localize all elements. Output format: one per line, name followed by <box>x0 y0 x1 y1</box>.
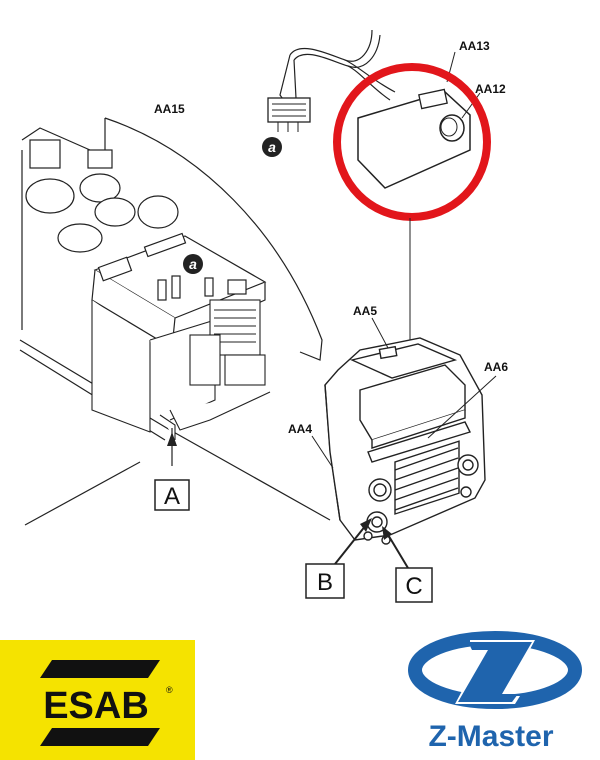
esab-logo: ESAB ® <box>0 640 195 760</box>
ribbon-cable <box>279 29 396 105</box>
control-panel-board <box>357 88 471 189</box>
label-aa5: AA5 <box>353 304 377 318</box>
svg-text:Z-Master: Z-Master <box>428 720 553 753</box>
marker-a-board: a <box>183 254 203 274</box>
label-aa6: AA6 <box>484 360 508 374</box>
callout-c: C <box>382 526 433 603</box>
label-aa15: AA15 <box>154 102 185 116</box>
callout-b: B <box>305 518 372 599</box>
svg-text:A: A <box>164 483 180 510</box>
svg-text:C: C <box>405 573 422 600</box>
label-aa4: AA4 <box>288 422 312 436</box>
ribbon-connector <box>267 97 311 132</box>
capacitor-cluster <box>25 139 179 253</box>
svg-text:a: a <box>189 256 197 272</box>
label-aa12: AA12 <box>475 82 506 96</box>
front-cover <box>324 337 486 545</box>
marker-a-top: a <box>262 137 282 157</box>
leader-aa6 <box>427 375 497 439</box>
leader-aa4 <box>311 435 334 469</box>
svg-text:ESAB: ESAB <box>43 685 149 727</box>
highlight-ring <box>333 63 491 221</box>
zmaster-logo: Z-Master <box>408 631 582 753</box>
svg-text:a: a <box>268 139 276 155</box>
label-aa13: AA13 <box>459 39 490 53</box>
leader-aa5 <box>371 317 389 349</box>
svg-text:B: B <box>317 569 333 596</box>
callout-a: A <box>154 428 190 511</box>
heatsink-assembly <box>91 299 271 440</box>
svg-text:®: ® <box>166 685 173 695</box>
